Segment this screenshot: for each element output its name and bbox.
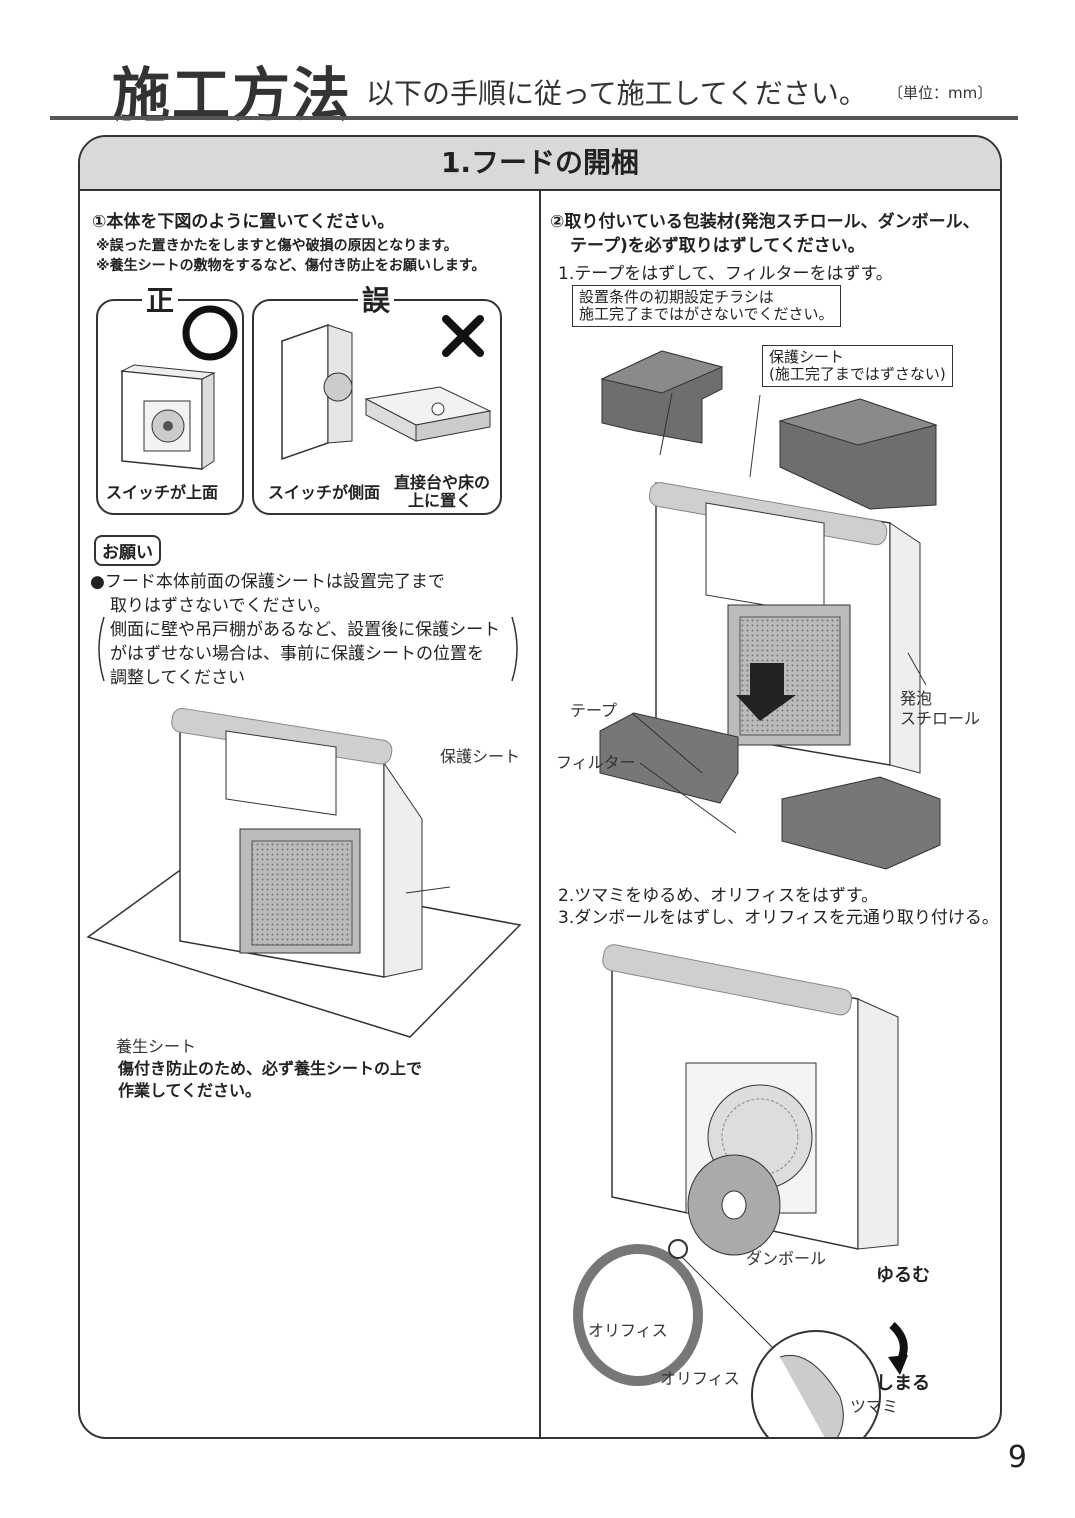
- label-tape: テープ: [570, 701, 618, 720]
- request-line-1: ●フード本体前面の保護シートは設置完了まで: [90, 572, 445, 592]
- left-note-2: ※養生シートの敷物をするなど、傷付き防止をお願いします。: [96, 258, 486, 274]
- callout-protect-sheet-2: (施工完了まではずさない): [769, 365, 946, 383]
- orifice-ring: [573, 1244, 703, 1386]
- cross-ng-icon: [442, 315, 484, 357]
- callout-protect-sheet: 保護シート (施工完了まではずさない): [762, 345, 953, 387]
- right-sub-step-2: 2.ツマミをゆるめ、オリフィスをはずす。: [558, 886, 879, 906]
- label-knob: ツマミ: [850, 1397, 899, 1416]
- callout-setting-flyer-1: 設置条件の初期設定チラシは: [579, 288, 774, 306]
- request-line-4: がはずせない場合は、事前に保護シートの位置を: [110, 644, 484, 664]
- label-foam-1: 発泡: [900, 689, 933, 708]
- foam-bottom-right: [781, 776, 941, 870]
- remove-arrow-icon: [736, 663, 796, 721]
- right-sub-step-1: 1.テープをはずして、フィルターをはずす。: [558, 264, 893, 284]
- wrong-caption-floor-1: 直接台や床の: [394, 473, 491, 492]
- wrong-caption-side: スイッチが側面: [268, 483, 381, 502]
- circle-ok-icon: [182, 305, 238, 361]
- foam-top-left: [600, 350, 724, 444]
- request-line-3: 側面に壁や吊戸棚があるなど、設置後に保護シート: [110, 620, 501, 640]
- label-filter: フィルター: [556, 753, 636, 772]
- left-step-heading: ①本体を下図のように置いてください。: [92, 212, 395, 232]
- wrong-placement-box: 誤 スイッチが側面 直接台や床の 上に置く: [252, 279, 502, 515]
- callout-protect-sheet-1: 保護シート: [769, 348, 845, 366]
- request-badge: お願い: [94, 535, 161, 566]
- orifice-removal-illustration: [573, 944, 908, 1437]
- correct-hood-illustration: [120, 305, 238, 470]
- page-number: 9: [1007, 1440, 1027, 1475]
- right-step-heading-1: ②取り付いている包装材(発泡スチロール、ダンボール、: [550, 212, 980, 232]
- column-divider: [539, 189, 541, 1437]
- correct-mark-label: 正: [142, 279, 179, 319]
- label-foam-2: スチロール: [900, 709, 981, 728]
- wrong-caption-floor-2: 上に置く: [408, 491, 473, 510]
- label-cardboard: ダンボール: [746, 1249, 827, 1268]
- right-sub-step-3: 3.ダンボールをはずし、オリフィスを元通り取り付ける。: [558, 908, 999, 928]
- right-step-heading-2: テープ)を必ず取りはずしてください。: [570, 236, 865, 256]
- header-rule: [50, 116, 1018, 120]
- curing-note-2: 作業してください。: [118, 1081, 262, 1100]
- label-curing-sheet: 養生シート: [116, 1037, 197, 1056]
- page-subtitle: 以下の手順に従って施工してください。: [366, 77, 867, 110]
- request-line-5: 調整してください: [110, 668, 245, 688]
- wrong-hood-illustration: [281, 315, 492, 461]
- section-frame: 1.フードの開梱 ①本体を下図のように置いてください。 ※誤った置きかたをします…: [78, 135, 1002, 1439]
- callout-setting-flyer-2: 施工完了まではがさないでください。: [579, 305, 834, 323]
- left-note-1: ※誤った置きかたをしますと傷や破損の原因となります。: [96, 238, 458, 254]
- label-tighten: しまる: [876, 1373, 930, 1394]
- wrong-mark-label: 誤: [358, 279, 395, 319]
- label-protect-sheet-left: 保護シート: [440, 747, 521, 766]
- unpacking-illustration: [599, 350, 941, 870]
- hood-on-curing-sheet-illustration: [86, 707, 522, 1038]
- correct-caption: スイッチが上面: [106, 483, 219, 502]
- request-line-2: 取りはずさないでください。: [110, 596, 331, 616]
- foam-top-right: [778, 398, 938, 510]
- unit-note: 〔単位：mm〕: [888, 84, 993, 102]
- label-orifice-zoom: オリフィス: [660, 1369, 740, 1388]
- label-loosen: ゆるむ: [876, 1265, 930, 1286]
- foam-bottom-left: [599, 712, 739, 804]
- request-bracket: [98, 616, 518, 682]
- callout-setting-flyer: 設置条件の初期設定チラシは 施工完了まではがさないでください。: [572, 285, 841, 327]
- correct-placement-box: 正 スイッチが上面: [96, 279, 244, 515]
- label-orifice-ring: オリフィス: [588, 1321, 668, 1340]
- curing-note-1: 傷付き防止のため、必ず養生シートの上で: [118, 1059, 423, 1078]
- section-title: 1.フードの開梱: [80, 137, 1000, 191]
